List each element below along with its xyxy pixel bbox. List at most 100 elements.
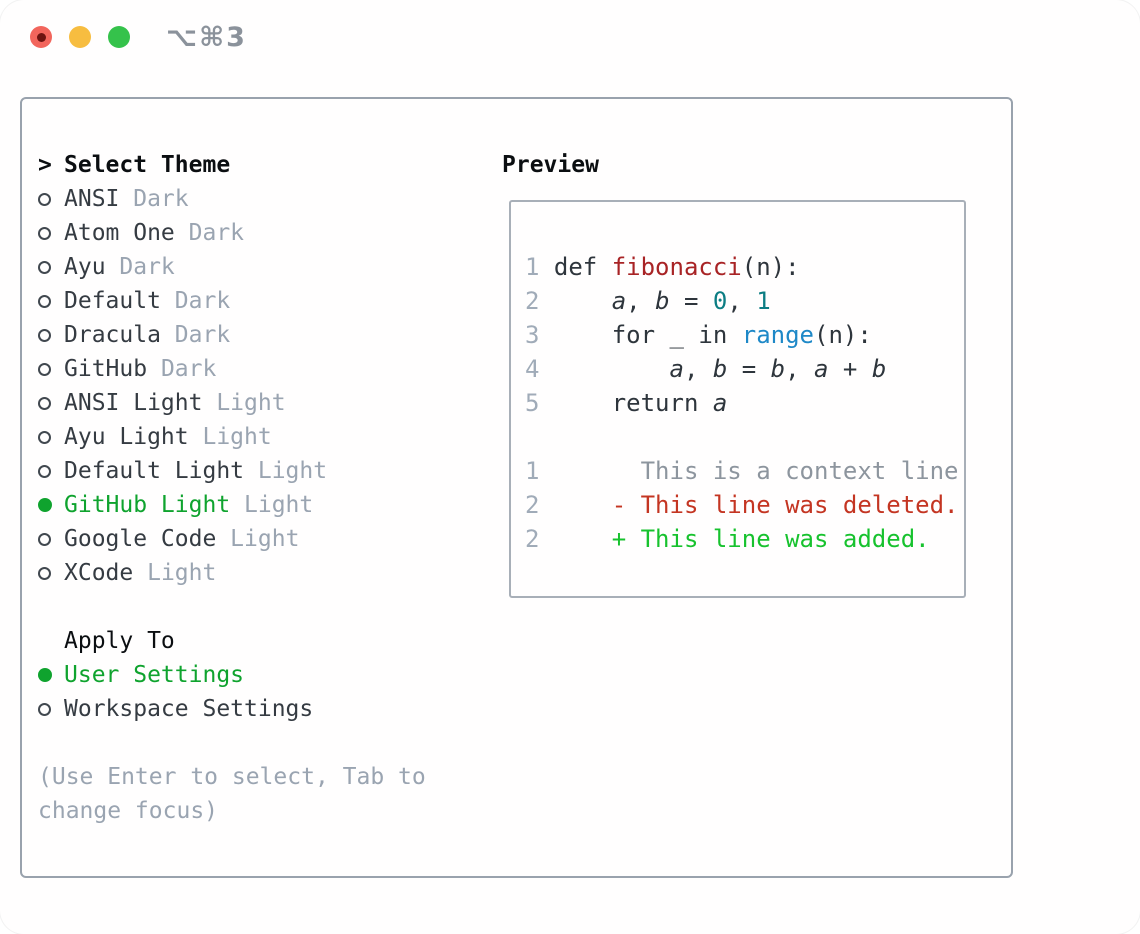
radio-unselected-icon: [38, 566, 51, 580]
option-label: Default: [64, 288, 161, 314]
option-variant-label: Dark: [174, 220, 245, 246]
option-label: GitHub Light: [64, 492, 231, 518]
option-variant-label: Light: [202, 390, 286, 416]
radio-unselected-icon: [38, 464, 51, 478]
option-label: GitHub: [64, 356, 148, 382]
option-variant-label: Light: [216, 526, 300, 552]
spacer: [38, 726, 498, 760]
code-line: 1 def fibonacci(n):: [525, 250, 956, 284]
code-token-var: b: [712, 355, 728, 383]
radio-selected-icon: [38, 498, 52, 512]
zoom-button[interactable]: [108, 26, 130, 48]
theme-item[interactable]: XCode Light: [38, 556, 498, 590]
close-button[interactable]: [30, 26, 52, 48]
code-token-code: =: [669, 287, 713, 315]
option-variant-label: Light: [133, 560, 217, 586]
code-line: 2 a, b = 0, 1: [525, 284, 956, 318]
select-theme-header: > Select Theme: [38, 148, 498, 182]
option-variant-label: Light: [188, 424, 272, 450]
close-dot-icon: [36, 32, 46, 42]
code-token-code: (n):: [741, 253, 800, 281]
prompt-caret-icon: >: [38, 152, 52, 178]
theme-item[interactable]: Default Dark: [38, 284, 498, 318]
code-token-var: a: [669, 355, 684, 383]
theme-item[interactable]: ANSI Dark: [38, 182, 498, 216]
code-token-func: fibonacci: [611, 253, 742, 281]
theme-item[interactable]: Default Light Light: [38, 454, 498, 488]
option-label: Workspace Settings: [64, 696, 314, 722]
apply-to-item[interactable]: Workspace Settings: [38, 692, 498, 726]
line-number: 5: [525, 389, 554, 417]
theme-item[interactable]: GitHub Light Light: [38, 488, 498, 522]
code-line: 4 a, b = b, a + b: [525, 352, 956, 386]
theme-item[interactable]: Ayu Dark: [38, 250, 498, 284]
radio-selected-icon: [38, 668, 52, 682]
code-token-deleted: - This line was deleted.: [553, 491, 959, 519]
minimize-button[interactable]: [69, 26, 91, 48]
theme-item[interactable]: Dracula Dark: [38, 318, 498, 352]
apply-to-item[interactable]: User Settings: [38, 658, 498, 692]
line-number: 2: [525, 287, 554, 315]
line-number: 4: [525, 355, 554, 383]
option-label: XCode: [64, 560, 134, 586]
code-line: 2 + This line was added.: [525, 522, 956, 556]
code-token-call: range: [741, 321, 814, 349]
code-token-code: +: [828, 355, 872, 383]
option-label: Dracula: [64, 322, 161, 348]
option-label: Google Code: [64, 526, 217, 552]
radio-unselected-icon: [38, 532, 51, 546]
code-token-code: def: [553, 253, 612, 281]
radio-unselected-icon: [38, 328, 51, 342]
code-token-added: + This line was added.: [553, 525, 930, 553]
option-variant-label: Dark: [160, 288, 231, 314]
option-label: Default Light: [64, 458, 245, 484]
code-token-code: ,: [683, 355, 713, 383]
radio-unselected-icon: [38, 260, 51, 274]
line-number: 3: [525, 321, 554, 349]
code-token-var: a: [611, 287, 627, 315]
option-label: ANSI Light: [64, 390, 203, 416]
code-token-code: ,: [727, 287, 757, 315]
spacer: [38, 590, 498, 624]
theme-item[interactable]: Ayu Light Light: [38, 420, 498, 454]
option-variant-label: Dark: [160, 322, 231, 348]
hint-line-2: change focus): [38, 798, 219, 824]
option-label: Ayu Light: [64, 424, 189, 450]
option-variant-label: Dark: [119, 186, 189, 212]
option-label: ANSI: [64, 186, 120, 212]
code-token-code: (n):: [814, 321, 872, 349]
code-token-var: b: [655, 287, 670, 315]
code-token-number: 1: [756, 287, 771, 315]
code-token-code: [554, 355, 670, 383]
theme-item[interactable]: Atom One Dark: [38, 216, 498, 250]
option-label: Ayu: [64, 254, 106, 280]
code-token-var: a: [712, 389, 728, 417]
option-label: Atom One: [64, 220, 175, 246]
code-token-context: This is a context line.: [553, 457, 966, 485]
line-number: [525, 423, 554, 451]
code-token-code: =: [727, 355, 771, 383]
code-token-code: [554, 287, 612, 315]
option-variant-label: Light: [230, 492, 314, 518]
radio-unselected-icon: [38, 294, 51, 308]
titlebar: ⌥⌘3: [0, 0, 1140, 70]
theme-item[interactable]: GitHub Dark: [38, 352, 498, 386]
code-token-code: ,: [626, 287, 656, 315]
option-variant-label: Light: [244, 458, 328, 484]
hint-line-1: (Use Enter to select, Tab to: [38, 764, 426, 790]
code-token-var: a: [814, 355, 829, 383]
line-number: 2: [525, 491, 554, 519]
theme-item[interactable]: ANSI Light Light: [38, 386, 498, 420]
code-token-code: for _ in: [553, 321, 742, 349]
theme-item[interactable]: Google Code Light: [38, 522, 498, 556]
code-line: 1 This is a context line.: [525, 454, 964, 488]
radio-unselected-icon: [38, 702, 51, 716]
preview-heading: Preview: [502, 152, 599, 178]
code-line: 2 - This line was deleted.: [525, 488, 959, 522]
